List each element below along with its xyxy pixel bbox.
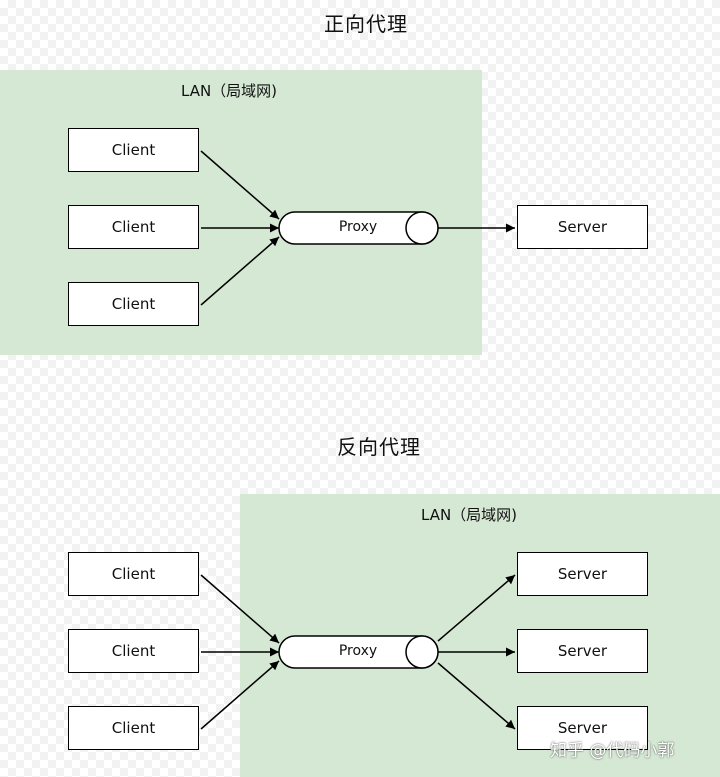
reverse-lan-label: LAN（局域网): [421, 506, 518, 524]
watermark-text: 知乎 @代码小郭: [550, 741, 675, 761]
reverse-client-box: Client: [68, 629, 199, 673]
reverse-arrow-server-3: [437, 662, 516, 730]
reverse-proxy-label: Proxy: [338, 643, 378, 659]
reverse-proxy-node: [278, 635, 439, 669]
reverse-arrow-client-1: [200, 574, 280, 644]
reverse-proxy-title: 反向代理: [337, 435, 421, 459]
forward-arrow-client-3: [200, 236, 280, 306]
reverse-client-box: Client: [68, 552, 199, 596]
forward-proxy-title: 正向代理: [324, 12, 408, 36]
reverse-arrow-server-1: [437, 574, 516, 642]
forward-lan-label: LAN（局域网): [181, 82, 278, 100]
reverse-server-box: Server: [517, 552, 648, 596]
reverse-server-box: Server: [517, 629, 648, 673]
forward-client-box: Client: [68, 128, 199, 172]
forward-client-box: Client: [68, 282, 199, 326]
forward-arrow-client-1: [200, 150, 280, 220]
forward-proxy-node: [278, 211, 439, 245]
forward-server-box: Server: [517, 205, 648, 249]
reverse-arrow-client-3: [200, 660, 280, 730]
forward-client-box: Client: [68, 205, 199, 249]
forward-proxy-label: Proxy: [338, 219, 378, 235]
reverse-server-box: Server: [517, 706, 648, 750]
reverse-client-box: Client: [68, 706, 199, 750]
